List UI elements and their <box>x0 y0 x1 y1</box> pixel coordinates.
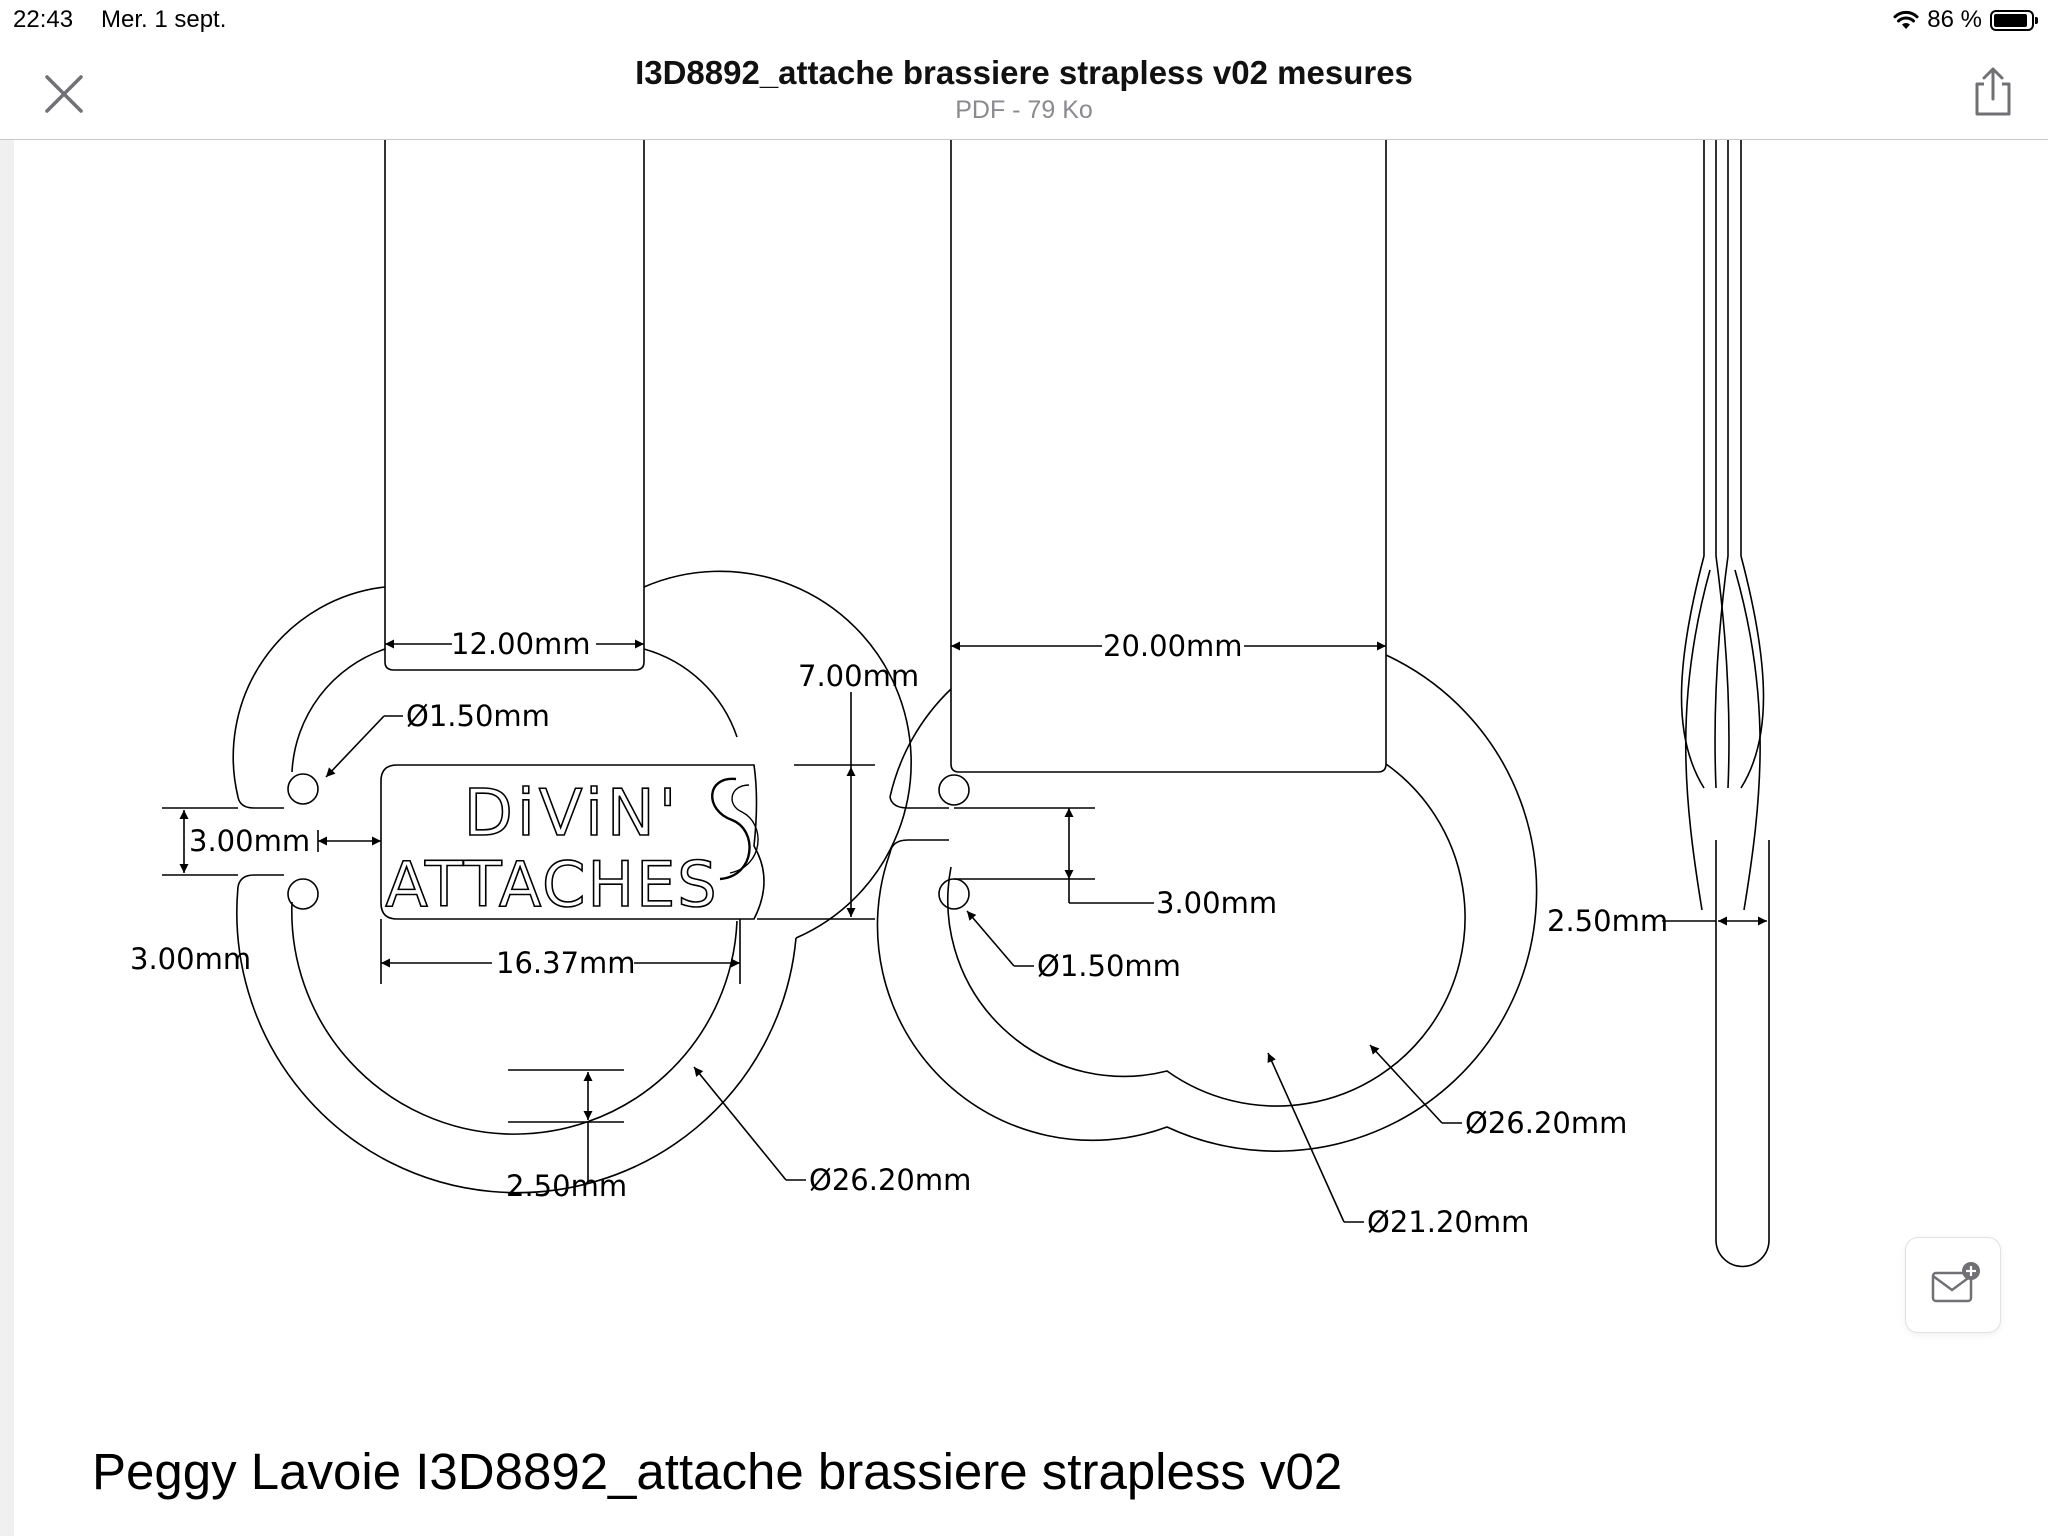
status-bar: 22:43 Mer. 1 sept. 86 % <box>0 0 2048 40</box>
dim-height-logo: 7.00mm <box>798 659 919 693</box>
dim-width-center-strap: 20.00mm <box>1103 629 1243 663</box>
center-piece <box>876 140 1538 1152</box>
dim-hole-left: Ø1.50mm <box>406 699 550 733</box>
document-title: I3D8892_attache brassiere strapless v02 … <box>635 54 1413 91</box>
pdf-page: DiViN' ATTACHES 12.00mm 20.00mm 7.00mm Ø… <box>14 140 2048 1536</box>
dim-width-left-strap: 12.00mm <box>451 627 591 661</box>
dim-gap-center: 3.00mm <box>1156 886 1277 920</box>
pdf-viewer[interactable]: DiViN' ATTACHES 12.00mm 20.00mm 7.00mm Ø… <box>0 140 2048 1536</box>
dim-diameter-left: Ø26.20mm <box>809 1163 971 1197</box>
side-view <box>1680 140 1770 1268</box>
dim-thickness-side: 2.50mm <box>1547 904 1668 938</box>
status-right: 86 % <box>1893 4 2038 36</box>
dim-logo-width: 16.37mm <box>496 946 636 980</box>
battery-percent: 86 % <box>1927 6 1982 33</box>
compose-mail-icon <box>1931 1262 1980 1303</box>
document-subtitle: PDF - 79 Ko <box>955 96 1093 124</box>
document-nav-bar: I3D8892_attache brassiere strapless v02 … <box>0 40 2048 140</box>
logo-line1: DiViN' <box>464 777 681 851</box>
wifi-icon <box>1893 10 1919 29</box>
logo-line2: ATTACHES <box>385 848 718 921</box>
dim-diameter-center-outer: Ø26.20mm <box>1465 1106 1627 1140</box>
share-icon[interactable] <box>1964 62 2022 122</box>
dim-diameter-center-inner: Ø21.20mm <box>1367 1205 1529 1239</box>
status-date: Mer. 1 sept. <box>101 6 227 33</box>
dim-thickness-left: 2.50mm <box>506 1169 627 1203</box>
close-icon[interactable] <box>36 66 92 122</box>
dimension-lines <box>162 639 1767 1223</box>
left-piece <box>232 140 912 1194</box>
dim-gap-left: 3.00mm <box>189 824 310 858</box>
compose-mail-button[interactable] <box>1906 1238 2000 1332</box>
status-time: 22:43 <box>13 6 74 33</box>
dim-side-left: 3.00mm <box>130 942 251 976</box>
dim-hole-center: Ø1.50mm <box>1037 949 1181 983</box>
page-footer-text: Peggy Lavoie I3D8892_attache brassiere s… <box>92 1443 1343 1500</box>
technical-drawing: DiViN' ATTACHES 12.00mm 20.00mm 7.00mm Ø… <box>130 140 1770 1268</box>
battery-icon <box>1990 9 2038 31</box>
